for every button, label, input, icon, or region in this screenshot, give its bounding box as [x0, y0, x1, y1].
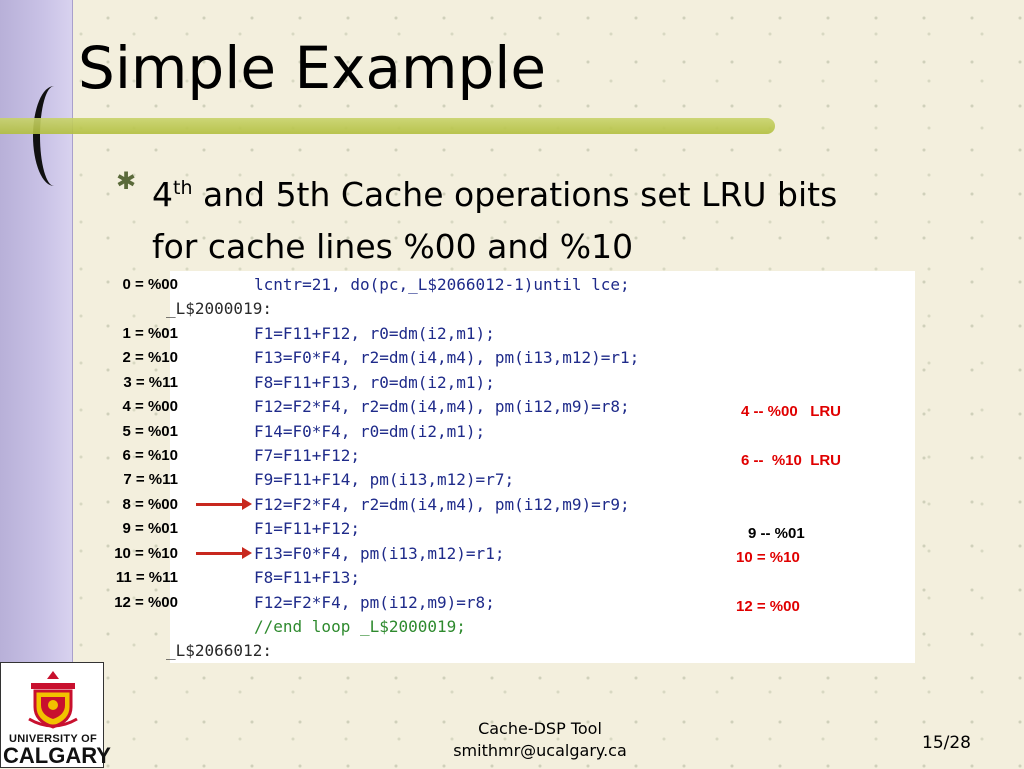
lru-note-4-text: 4 -- %00 LRU [741, 403, 842, 420]
index-label: 9 = %01 [122, 520, 178, 537]
index-label: 10 = %10 [114, 545, 178, 562]
code-panel [170, 271, 915, 663]
code-line: F7=F11+F12; [254, 446, 360, 465]
code-line: F14=F0*F4, r0=dm(i2,m1); [254, 422, 486, 441]
note-12: 12 = %00 [736, 598, 800, 615]
code-line: F13=F0*F4, pm(i13,m12)=r1; [254, 544, 505, 563]
footer-email: smithmr@ucalgary.ca [453, 741, 627, 760]
index-label: 3 = %11 [123, 374, 178, 391]
bullet-text: 4th and 5th Cache operations set LRU bit… [152, 162, 972, 273]
code-line: lcntr=21, do(pc,_L$2066012-1)until lce; [254, 275, 630, 294]
code-line: F12=F2*F4, r2=dm(i4,m4), pm(i12,m9)=r8; [254, 397, 630, 416]
note-10: 10 = %10 [736, 549, 800, 566]
index-label: 7 = %11 [123, 471, 178, 488]
code-line: F9=F11+F14, pm(i13,m12)=r7; [254, 470, 515, 489]
footer-tool: Cache-DSP Tool [478, 719, 602, 738]
crest-icon [28, 671, 78, 729]
bullet-line1: and 5th Cache operations set LRU bits [192, 175, 838, 214]
page-number: 15/28 [922, 733, 971, 753]
index-label: 8 = %00 [122, 496, 178, 513]
bullet-num: 4 [152, 175, 173, 214]
index-label: 6 = %10 [122, 447, 178, 464]
index-label: 4 = %00 [122, 398, 178, 415]
code-line: F13=F0*F4, r2=dm(i4,m4), pm(i13,m12)=r1; [254, 348, 640, 367]
code-line: F8=F11+F13, r0=dm(i2,m1); [254, 373, 495, 392]
code-line-comment: //end loop _L$2000019; [254, 617, 466, 636]
code-line: _L$2000019: [166, 299, 272, 318]
bracket-decoration [33, 86, 68, 186]
code-line: F12=F2*F4, r2=dm(i4,m4), pm(i12,m9)=r9; [254, 495, 630, 514]
arrow-icon [196, 498, 252, 510]
logo-text-line1: UNIVERSITY OF [8, 733, 98, 745]
bullet-icon: ✱ [116, 167, 137, 195]
index-label: 11 = %11 [115, 569, 178, 586]
slide-title: Simple Example [78, 34, 547, 102]
index-label: 1 = %01 [122, 325, 178, 342]
index-label: 0 = %00 [122, 276, 178, 293]
code-line: F12=F2*F4, pm(i12,m9)=r8; [254, 593, 495, 612]
code-line: F1=F11+F12, r0=dm(i2,m1); [254, 324, 495, 343]
lru-note-6-text: 6 -- %10 LRU [741, 452, 842, 469]
lru-note-6: 6 -- %10 LRU [741, 452, 841, 469]
lru-note-4: 4 -- %00 LRU [741, 403, 841, 420]
arrow-icon [196, 547, 252, 559]
index-label: 2 = %10 [122, 349, 178, 366]
code-line: F1=F11+F12; [254, 519, 360, 538]
logo-text-line2: CALGARY [3, 743, 111, 768]
university-logo: UNIVERSITY OF CALGARY [0, 662, 111, 768]
note-9: 9 -- %01 [748, 525, 805, 542]
title-underline-bar [0, 118, 775, 134]
code-line: F8=F11+F13; [254, 568, 360, 587]
bullet-sup: th [173, 177, 193, 199]
code-line: _L$2066012: [166, 641, 272, 660]
footer-info: Cache-DSP Tool smithmr@ucalgary.ca [420, 718, 660, 762]
index-label: 12 = %00 [114, 594, 178, 611]
index-label: 5 = %01 [122, 423, 178, 440]
bullet-line2: for cache lines %00 and %10 [152, 227, 634, 266]
